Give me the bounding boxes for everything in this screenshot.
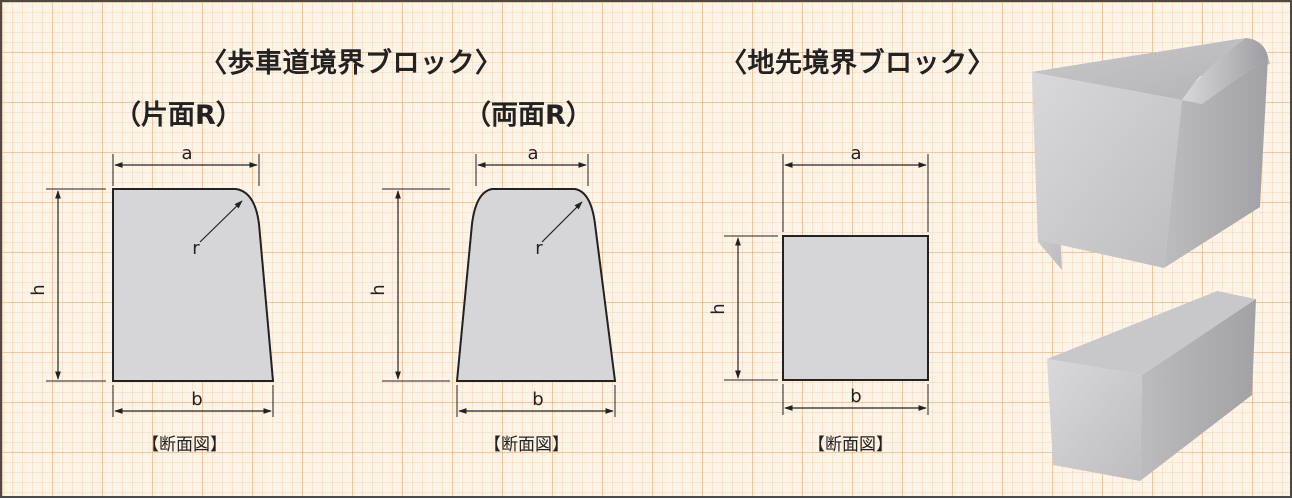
label-h: h (368, 284, 389, 295)
double-r-profile (455, 188, 617, 382)
subheading-double-r: （両面R） (464, 100, 593, 131)
label-a: a (527, 143, 538, 164)
single-r-profile (112, 188, 275, 382)
section-single-r: a b r h (28, 143, 275, 417)
label-b: b (850, 386, 861, 407)
label-b: b (191, 389, 202, 410)
label-r: r (535, 238, 543, 259)
caption-ground-block: 【断面図】 (808, 435, 893, 455)
radius-arrow (199, 200, 243, 243)
label-h: h (708, 303, 729, 314)
render-rounded-curb-block (1032, 38, 1270, 270)
caption-double-r: 【断面図】 (484, 435, 569, 455)
ground-block-profile (782, 235, 929, 381)
render-square-ground-block (1047, 291, 1256, 481)
label-a: a (181, 143, 192, 164)
label-h: h (28, 284, 49, 295)
caption-single-r: 【断面図】 (142, 435, 227, 455)
heading-ground-block: 〈地先境界ブロック〉 (720, 48, 995, 79)
section-double-r: a b r h (368, 143, 617, 417)
subheading-single-r: （片面R） (114, 100, 243, 131)
label-b: b (532, 389, 543, 410)
label-r: r (192, 238, 200, 259)
section-ground-block: a b h (708, 143, 929, 415)
heading-sidewalk-block: 〈歩車道境界ブロック〉 (200, 48, 503, 79)
label-a: a (850, 143, 861, 164)
radius-arrow (541, 201, 583, 243)
